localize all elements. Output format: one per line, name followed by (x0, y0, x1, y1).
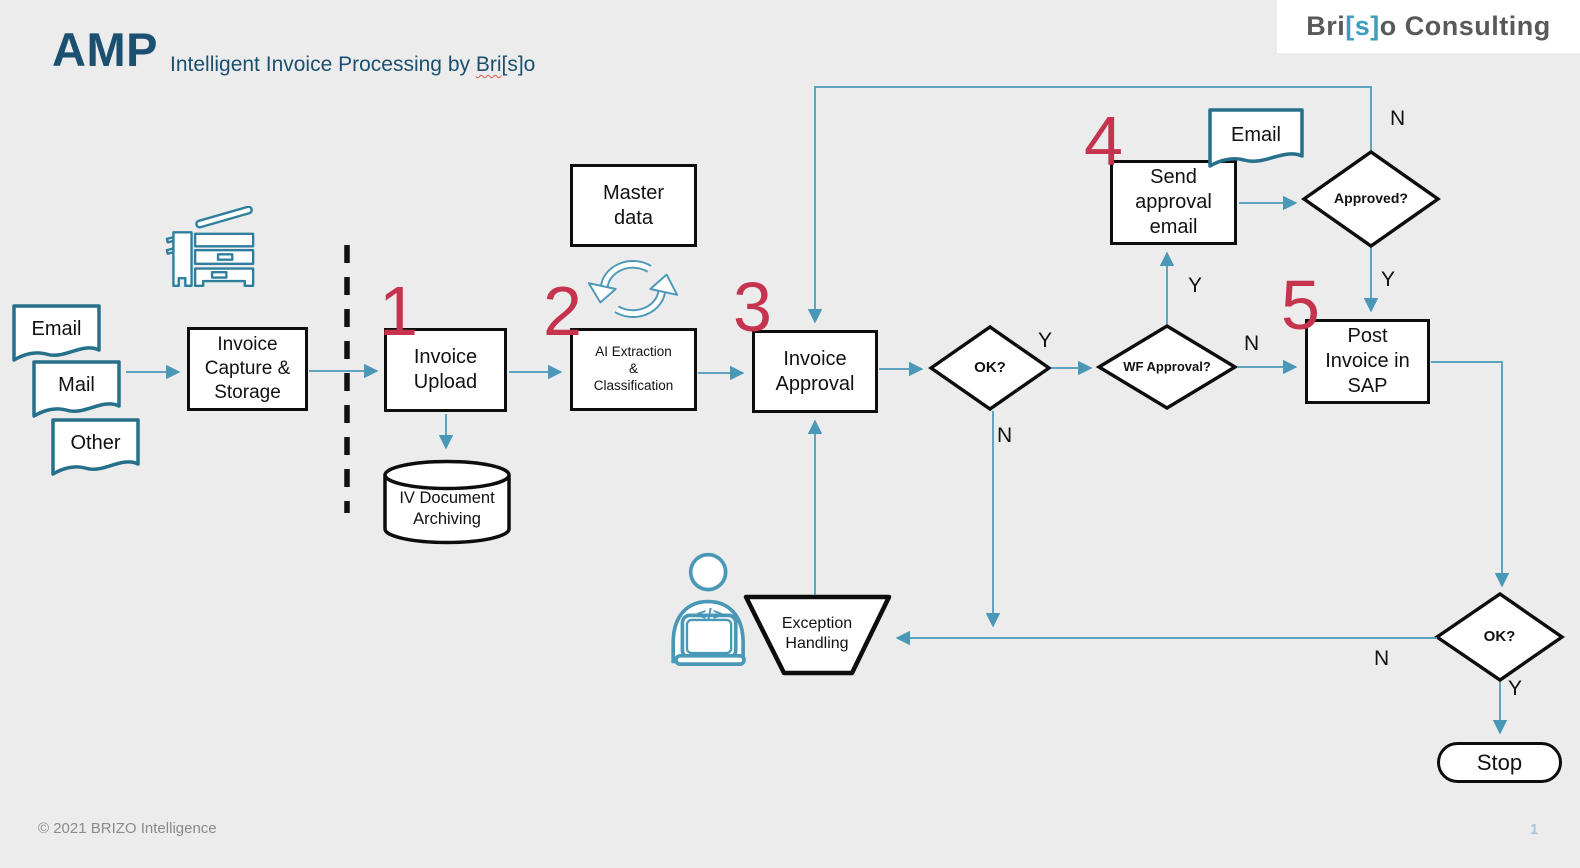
scanner-lid-arm (195, 206, 253, 229)
sync-arrows-icon (587, 260, 679, 318)
logo-part3: o Consulting (1379, 11, 1551, 41)
node-email-doc-label: Email (31, 317, 82, 340)
sync-arc-top-inner (601, 261, 651, 288)
cylinder-top-iv-archiving (383, 459, 511, 491)
step-number-5: 5 (1281, 266, 1320, 344)
node-invoice-upload: Invoice Upload (384, 328, 507, 412)
edge-approved-no-feedback-to-approval (807, 86, 1372, 324)
scanner-lid-base (193, 232, 255, 248)
step-number-4: 4 (1084, 102, 1123, 180)
node-invoice-approval-label: Invoice Approval (775, 347, 855, 395)
node-invoice-approval: Invoice Approval (752, 330, 878, 413)
decision-approved-label: Approved? (1334, 190, 1408, 207)
node-post-invoice-sap-label: Post Invoice in SAP (1325, 325, 1410, 397)
laptop-code-glyph: </> (696, 605, 724, 624)
node-master-data-label: Master data (602, 181, 665, 229)
edge-label-approved-yes: Y (1381, 268, 1396, 291)
node-post-invoice-sap: Post Invoice in SAP (1305, 319, 1430, 404)
decision-ok-1-label: OK? (974, 358, 1006, 376)
node-send-approval-email-label: Send approval email (1135, 166, 1212, 238)
document-shape-mail (32, 360, 121, 418)
edge-label-wf-no: N (1244, 332, 1260, 355)
cylinder-body-iv-archiving (383, 475, 511, 545)
node-stop: Stop (1437, 742, 1562, 783)
subtitle-brand-rest: [s]o (501, 53, 536, 76)
diamond-ok-1 (928, 324, 1052, 412)
document-shape-other (51, 418, 140, 476)
document-shape-email-2 (1208, 108, 1304, 168)
sync-arrowhead-left (587, 282, 617, 304)
edge-label-ok1-yes: Y (1038, 329, 1053, 352)
laptop-screen-inner (685, 618, 733, 655)
logo-part1: Bri (1306, 11, 1346, 41)
company-logo-text: Bri[s]o Consulting (1306, 11, 1550, 42)
page-title: AMP (52, 23, 158, 76)
step-number-1: 1 (379, 272, 418, 350)
footer-copyright: © 2021 BRIZO Intelligence (38, 820, 217, 837)
decision-wf-approval-label: WF Approval? (1123, 358, 1211, 374)
scanner-side-cabinet (172, 231, 193, 288)
subtitle-brand-underlined: Bri (475, 53, 502, 76)
edge-post-to-ok2 (1431, 361, 1510, 588)
node-ai-extraction-label: AI Extraction & Classification (593, 344, 674, 393)
edge-label-approved-no: N (1390, 107, 1406, 130)
subtitle-prefix: Intelligent Invoice Processing by (170, 53, 476, 76)
node-iv-archiving-text: IV Document Archiving (399, 489, 495, 528)
step-number-2: 2 (543, 272, 582, 350)
laptop-base (674, 654, 746, 666)
document-shape-email (12, 304, 101, 362)
node-other-doc-label: Other (70, 431, 121, 454)
scanner-copier-icon (165, 206, 255, 288)
scanner-drawer-2-slot (210, 270, 228, 279)
person-laptop-icon (671, 552, 746, 666)
node-exception-handling-text: Exception Handling (781, 615, 853, 652)
node-invoice-upload-label: Invoice Upload (413, 346, 478, 393)
sync-arc-bottom-inner (615, 290, 665, 317)
scanner-drawer-1-slot (216, 253, 234, 261)
edge-label-wf-yes: Y (1188, 274, 1203, 297)
trapezoid-exception-handling (743, 594, 892, 676)
sync-arrowhead-right (649, 273, 679, 296)
node-send-approval-email: Send approval email (1110, 160, 1237, 245)
node-invoice-capture-storage-label: Invoice Capture & Storage (204, 334, 291, 403)
node-invoice-capture-storage: Invoice Capture & Storage (187, 327, 308, 411)
node-email-doc-2-label: Email (1230, 123, 1281, 146)
page-subtitle: Intelligent Invoice Processing by Bri[s]… (170, 52, 535, 77)
edge-label-ok1-no: N (997, 424, 1013, 447)
diamond-ok-2 (1433, 591, 1565, 683)
logo-part2: [s] (1345, 11, 1380, 41)
node-ai-extraction-classification: AI Extraction & Classification (570, 328, 697, 411)
edge-label-ok2-no: N (1374, 647, 1390, 670)
node-mail-doc-label: Mail (58, 373, 95, 396)
decision-ok-2-label: OK? (1483, 627, 1516, 645)
page-number: 1 (1530, 821, 1539, 838)
node-stop-label: Stop (1476, 749, 1523, 775)
person-head (688, 552, 728, 592)
diamond-approved (1301, 149, 1441, 249)
node-master-data: Master data (570, 164, 697, 247)
company-logo: Bri[s]o Consulting (1277, 0, 1580, 53)
step-number-3: 3 (733, 268, 772, 346)
node-iv-archiving-label: IV Document Archiving (386, 480, 508, 538)
node-exception-handling-label: Exception Handling (751, 598, 883, 670)
diamond-wf-approval (1095, 324, 1239, 410)
edge-label-ok2-yes: Y (1508, 677, 1523, 700)
